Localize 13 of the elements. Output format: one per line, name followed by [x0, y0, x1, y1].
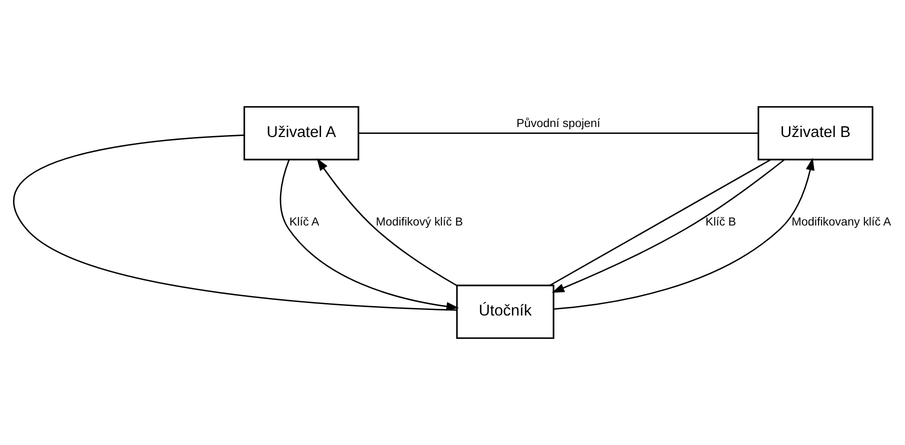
arrow [316, 158, 458, 286]
connector [358, 132, 758, 134]
edge-label: Klíč B [706, 216, 736, 229]
node-box: Uživatel B [758, 106, 874, 160]
edge-label: Modifikový klíč B [376, 216, 463, 229]
node-box: Uživatel A [244, 106, 360, 160]
edge-label: Klíč A [289, 216, 320, 229]
edge-label: Modifikovany klíč A [792, 216, 892, 229]
arrow [280, 160, 459, 311]
connector [14, 134, 457, 311]
edge-label: Původní spojení [516, 117, 600, 130]
node-box: Útočník [456, 284, 554, 339]
arrow [554, 158, 814, 310]
